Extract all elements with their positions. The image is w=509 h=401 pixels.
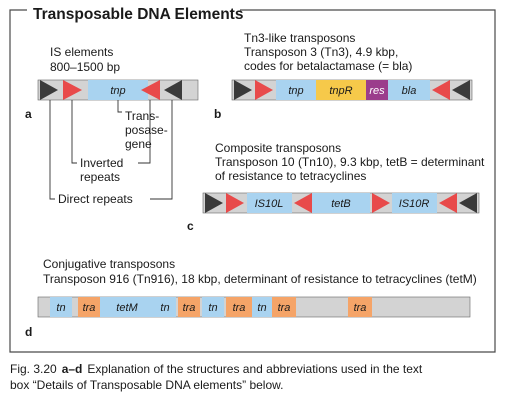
direct-repeat-right-c: [459, 193, 477, 213]
inverted-repeat-right-b: [432, 80, 450, 100]
gene-box-tra-3-d: [226, 297, 252, 317]
inverted-repeat-2-c: [294, 193, 312, 213]
gene-label-tn-3-d: tn: [208, 302, 217, 314]
gene-label-tn-2-d: tn: [160, 302, 169, 314]
gene-label-bla-b: bla: [402, 85, 417, 97]
inverted-repeat-left-a: [63, 80, 82, 100]
tn3-map: tnp tnpR res bla: [231, 79, 473, 101]
panel-c-line1: Composite transposons: [215, 141, 341, 155]
gene-box-res-b: [366, 80, 388, 100]
gene-label-tra-5-d: tra: [354, 302, 367, 314]
inverted-repeat-3-c: [372, 193, 390, 213]
gene-box-tetb-c: [312, 193, 370, 213]
gene-label-is10l-c: IS10L: [255, 198, 284, 210]
gene-box-is10r-c: [392, 193, 437, 213]
label-direct-repeats: Direct repeats: [58, 192, 133, 206]
gene-label-tnp-a: tnp: [110, 85, 125, 97]
label-transposase-line3: gene: [125, 137, 152, 151]
panel-b-line1: Tn3-like transposons: [244, 31, 355, 45]
panel-d-letter: d: [25, 325, 32, 339]
gene-label-tra-3-d: tra: [233, 302, 246, 314]
gene-box-tn-3-d: [202, 297, 224, 317]
panel-a-letter: a: [25, 107, 32, 121]
inverted-repeat-right-a: [141, 80, 160, 100]
panel-c-line3: of resistance to tetracyclines: [215, 169, 366, 183]
gene-tnp-a: [88, 80, 148, 100]
gene-label-tra-4-d: tra: [278, 302, 291, 314]
caption-parts: a–d: [62, 362, 83, 376]
gene-label-tetb-c: tetB: [331, 198, 351, 210]
tn10-map: IS10L tetB IS10R: [202, 192, 480, 214]
direct-repeat-left-a: [40, 80, 58, 100]
label-transposase-line1: Trans-: [125, 109, 159, 123]
panel-b-letter: b: [214, 107, 221, 121]
caption-text-line1: Explanation of the structures and abbrev…: [87, 362, 423, 376]
caption-fig-label: Fig. 3.20: [10, 362, 57, 376]
gene-box-tn-2-d: [154, 297, 176, 317]
gene-box-tra-2-d: [178, 297, 200, 317]
gene-box-tra-1-d: [78, 297, 100, 317]
label-transposase-line2: posase-: [125, 123, 168, 137]
gene-box-is10l-c: [247, 193, 292, 213]
label-inverted-line1: Inverted: [80, 156, 123, 170]
gene-box-tetm-d: [100, 297, 154, 317]
direct-repeat-right-b: [452, 80, 470, 100]
gene-box-tnp-b: [276, 80, 316, 100]
direct-repeat-right-a: [164, 80, 182, 100]
panel-b-line3: codes for betalactamase (= bla): [244, 59, 412, 73]
inverted-repeat-4-c: [439, 193, 457, 213]
panel-a-title-line2: 800–1500 bp: [50, 60, 120, 74]
gene-box-tnpr-b: [316, 80, 366, 100]
inverted-repeat-1-c: [226, 193, 244, 213]
label-inverted-line2: repeats: [80, 170, 120, 184]
direct-repeat-left-b: [234, 80, 252, 100]
gene-label-res-b: res: [369, 85, 385, 97]
is-element-map: tnp: [37, 79, 199, 101]
outer-frame: [9, 9, 496, 353]
inverted-repeat-left-b: [255, 80, 273, 100]
gene-box-tn-1-d: [50, 297, 72, 317]
gene-label-tra-1-d: tra: [83, 302, 96, 314]
panel-a-connectors: [49, 100, 173, 200]
gene-label-is10r-c: IS10R: [399, 198, 430, 210]
gene-label-tnpr-b: tnpR: [329, 85, 352, 97]
gene-label-tetm-d: tetM: [116, 302, 138, 314]
caption-text-line2: box “Details of Transposable DNA element…: [10, 378, 283, 392]
panel-d-line1: Conjugative transposons: [43, 257, 175, 271]
figure-caption-line1: Fig. 3.20 a–d Explanation of the structure…: [10, 362, 423, 376]
gene-box-bla-b: [388, 80, 430, 100]
gene-label-tn-1-d: tn: [56, 302, 65, 314]
panel-c-line2: Transposon 10 (Tn10), 9.3 kbp, tetB = de…: [215, 155, 485, 169]
tn916-map: tn tra tetM tn tra tn tra tn tra tra: [37, 296, 471, 318]
gene-box-tra-4-d: [272, 297, 296, 317]
gene-label-tra-2-d: tra: [183, 302, 196, 314]
gene-box-tra-5-d: [348, 297, 372, 317]
gene-box-tn-4-d: [252, 297, 272, 317]
gene-label-tn-4-d: tn: [257, 302, 266, 314]
gene-label-tnp-b: tnp: [288, 85, 303, 97]
panel-d-line2: Transposon 916 (Tn916), 18 kbp, determin…: [43, 272, 477, 286]
panel-c-letter: c: [187, 219, 194, 233]
panel-b-line2: Transposon 3 (Tn3), 4.9 kbp,: [244, 45, 398, 59]
panel-a-title-line1: IS elements: [50, 45, 113, 59]
box-title: Transposable DNA Elements: [33, 6, 243, 23]
direct-repeat-left-c: [205, 193, 223, 213]
